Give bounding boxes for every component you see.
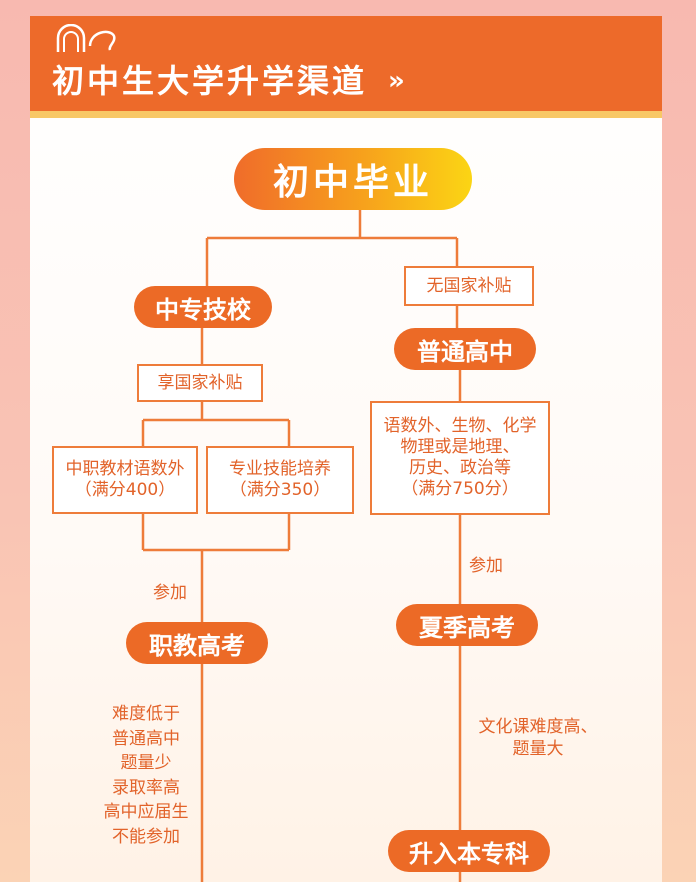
subjects-line: （满分750分） [401, 479, 519, 499]
flow-connectors [141, 210, 462, 882]
subsidy-box: 享国家补贴 [137, 364, 263, 402]
arc-decoration-icon [56, 24, 116, 52]
note-line: 录取率高 [112, 777, 180, 798]
subjects-line: 语数外、生物、化学 [383, 416, 537, 436]
university-admission-node: 升入本专科 [388, 830, 550, 872]
subjects-line: 历史、政治等 [409, 458, 511, 478]
join-label-left: 参加 [153, 583, 187, 603]
note-line: 难度低于 [112, 704, 180, 724]
subjects-line: 物理或是地理、 [400, 437, 520, 457]
no-subsidy-box: 无国家补贴 [404, 266, 534, 306]
flowchart-card: 初中生大学升学渠道 » 初中毕业 中专技校 享国家补贴 中职教材语 [30, 16, 662, 882]
note-line: 文化课难度高、 [478, 717, 598, 737]
vocational-subjects-line2: （满分400） [74, 480, 176, 500]
page-title: 初中生大学升学渠道 [52, 62, 368, 100]
start-node: 初中毕业 [234, 148, 472, 210]
header-banner [30, 16, 662, 111]
note-line: 高中应届生 [103, 802, 189, 822]
skills-training-line1: 专业技能培养 [229, 459, 331, 479]
vocational-subjects-box: 中职教材语数外 （满分400） [52, 446, 198, 514]
vocational-subjects-line1: 中职教材语数外 [65, 459, 185, 479]
summer-exam-node: 夏季高考 [396, 604, 538, 646]
high-school-subjects-box: 语数外、生物、化学 物理或是地理、 历史、政治等 （满分750分） [370, 401, 550, 515]
vocational-exam-notes: 难度低于 普通高中 题量少 录取率高 高中应届生 不能参加 [96, 702, 196, 849]
skills-training-line2: （满分350） [229, 480, 331, 500]
join-label-right: 参加 [469, 556, 503, 576]
vocational-exam-node: 职教高考 [126, 622, 268, 664]
vocational-school-node: 中专技校 [134, 286, 272, 328]
high-school-node: 普通高中 [394, 328, 536, 370]
double-chevron-icon: » [388, 66, 405, 96]
summer-exam-notes: 文化课难度高、 题量大 [468, 716, 608, 760]
note-line: 题量大 [512, 739, 564, 759]
note-line: 不能参加 [112, 826, 180, 847]
skills-training-box: 专业技能培养 （满分350） [206, 446, 354, 514]
note-line: 普通高中 [112, 728, 180, 749]
note-line: 题量少 [120, 753, 172, 773]
header-stripe [30, 111, 662, 118]
